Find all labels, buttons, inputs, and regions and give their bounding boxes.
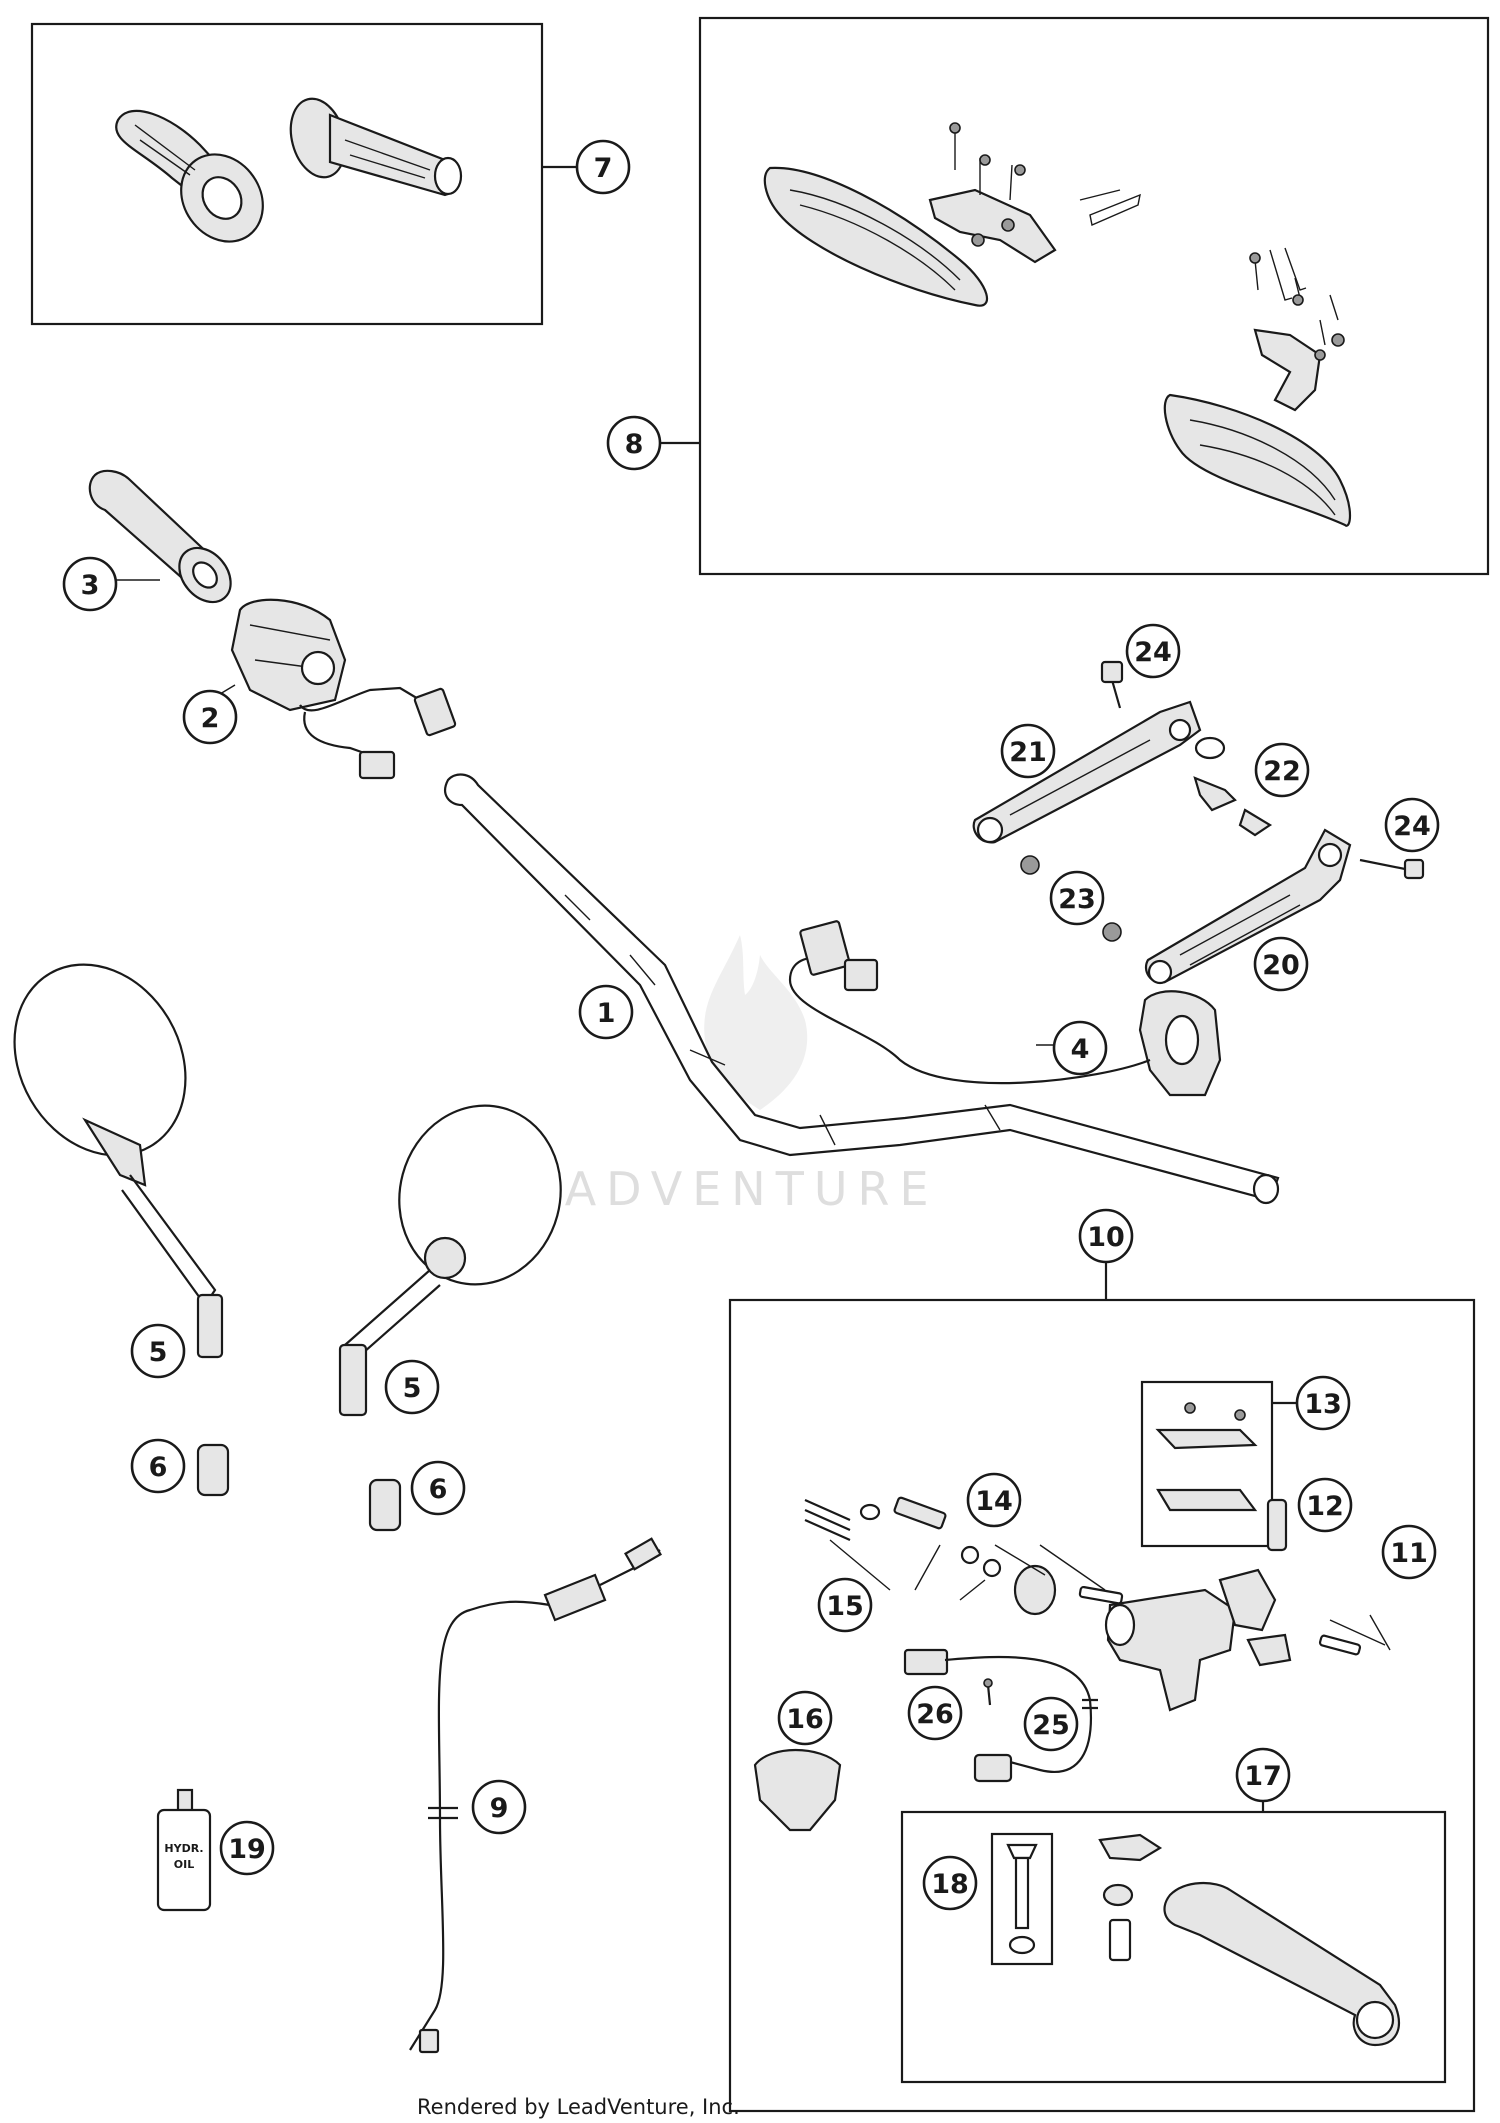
watermark-text: LEADVENTURE <box>490 1162 939 1216</box>
box-clutch-lever <box>900 1810 1447 2084</box>
grip-right <box>289 97 463 197</box>
svg-text:21: 21 <box>1009 737 1047 768</box>
callout-15[interactable]: 15 <box>817 1577 873 1633</box>
svg-text:7: 7 <box>594 153 613 184</box>
svg-text:1: 1 <box>597 998 616 1029</box>
callout-5-right[interactable]: 5 <box>384 1359 440 1415</box>
svg-text:22: 22 <box>1263 756 1301 787</box>
hand-guard-right <box>1163 247 1352 527</box>
hydraulic-oil-bottle: HYDR. OIL <box>156 1788 212 1912</box>
svg-text:16: 16 <box>786 1704 824 1735</box>
callout-6-right[interactable]: 6 <box>410 1460 466 1516</box>
svg-text:15: 15 <box>826 1591 864 1622</box>
callout-25[interactable]: 25 <box>1023 1696 1079 1752</box>
clutch-lever-adjuster <box>1020 828 1425 985</box>
svg-text:25: 25 <box>1032 1710 1070 1741</box>
callout-22[interactable]: 22 <box>1254 742 1310 798</box>
svg-text:24: 24 <box>1393 811 1431 842</box>
callout-21[interactable]: 21 <box>1000 723 1056 779</box>
mirror-adapter-right <box>368 1478 402 1532</box>
reservoir-cap <box>1155 1402 1258 1512</box>
callout-12[interactable]: 12 <box>1297 1477 1353 1533</box>
bottle-label-1: HYDR. <box>164 1842 203 1855</box>
svg-text:17: 17 <box>1244 1761 1282 1792</box>
hand-guard-left <box>763 122 1141 307</box>
callout-14[interactable]: 14 <box>966 1472 1022 1528</box>
svg-text:10: 10 <box>1087 1222 1125 1253</box>
callout-26[interactable]: 26 <box>907 1685 963 1741</box>
box-master-cylinder <box>728 1298 1476 2113</box>
mirror-left <box>13 963 224 1359</box>
svg-text:11: 11 <box>1390 1538 1428 1569</box>
svg-text:3: 3 <box>81 570 100 601</box>
mirror-adapter-left <box>196 1443 230 1497</box>
bleed-screw <box>1266 1498 1288 1552</box>
svg-text:5: 5 <box>403 1373 422 1404</box>
right-switch-assembly <box>788 920 1222 1097</box>
svg-text:9: 9 <box>490 1793 509 1824</box>
box-lever-pivot <box>990 1832 1054 1966</box>
box-grips <box>30 22 544 326</box>
handlebar <box>444 773 1280 1205</box>
callout-24-top[interactable]: 24 <box>1125 623 1181 679</box>
svg-text:23: 23 <box>1058 884 1096 915</box>
callout-5-left[interactable]: 5 <box>130 1323 186 1379</box>
svg-text:19: 19 <box>228 1834 266 1865</box>
svg-text:5: 5 <box>149 1337 168 1368</box>
svg-text:18: 18 <box>931 1869 969 1900</box>
master-cylinder-body <box>1104 1568 1391 1712</box>
grip-left <box>115 109 264 243</box>
svg-text:8: 8 <box>625 429 644 460</box>
callout-13[interactable]: 13 <box>1295 1375 1351 1431</box>
watermark: LEADVENTURE <box>490 935 939 1216</box>
svg-text:6: 6 <box>149 1452 168 1483</box>
callout-16[interactable]: 16 <box>777 1690 833 1746</box>
box-hand-guards <box>698 16 1490 576</box>
piston-assembly <box>804 1496 1002 1601</box>
svg-text:12: 12 <box>1306 1491 1344 1522</box>
svg-text:26: 26 <box>916 1699 954 1730</box>
clutch-switch <box>903 1648 1098 1783</box>
callout-2[interactable]: 2 <box>182 689 238 745</box>
callout-7[interactable]: 7 <box>575 139 631 195</box>
callout-23[interactable]: 23 <box>1049 870 1105 926</box>
svg-text:2: 2 <box>201 703 220 734</box>
callout-8[interactable]: 8 <box>606 415 662 471</box>
clutch-cable <box>409 1537 662 2054</box>
callout-20[interactable]: 20 <box>1253 936 1309 992</box>
callout-18[interactable]: 18 <box>922 1855 978 1911</box>
throttle-tube <box>88 469 232 604</box>
svg-text:20: 20 <box>1262 950 1300 981</box>
master-cylinder-cover <box>753 1749 842 1832</box>
lever-pivot-bolt <box>1006 1843 1038 1955</box>
callout-24-right[interactable]: 24 <box>1384 797 1440 853</box>
svg-text:6: 6 <box>429 1474 448 1505</box>
svg-text:24: 24 <box>1134 637 1172 668</box>
brake-lever-adjuster <box>972 660 1273 844</box>
callout-10[interactable]: 10 <box>1078 1208 1134 1264</box>
box-reservoir-cap <box>1140 1380 1274 1548</box>
callout-11[interactable]: 11 <box>1381 1524 1437 1580</box>
callout-17[interactable]: 17 <box>1235 1747 1291 1803</box>
callout-6-left[interactable]: 6 <box>130 1438 186 1494</box>
callout-1[interactable]: 1 <box>578 984 634 1040</box>
callout-3[interactable]: 3 <box>62 556 118 612</box>
callout-9[interactable]: 9 <box>471 1779 527 1835</box>
svg-text:13: 13 <box>1304 1389 1342 1420</box>
callout-4[interactable]: 4 <box>1052 1020 1108 1076</box>
mirror-right <box>338 1104 562 1417</box>
seal-and-pin <box>994 1544 1124 1616</box>
svg-text:4: 4 <box>1071 1034 1090 1065</box>
svg-text:14: 14 <box>975 1486 1013 1517</box>
left-switch-assembly <box>230 598 457 780</box>
callout-19[interactable]: 19 <box>219 1820 275 1876</box>
footer-credit: Rendered by LeadVenture, Inc. <box>417 2095 740 2119</box>
bottle-label-2: OIL <box>174 1858 194 1871</box>
clutch-lever <box>1098 1833 1400 2047</box>
